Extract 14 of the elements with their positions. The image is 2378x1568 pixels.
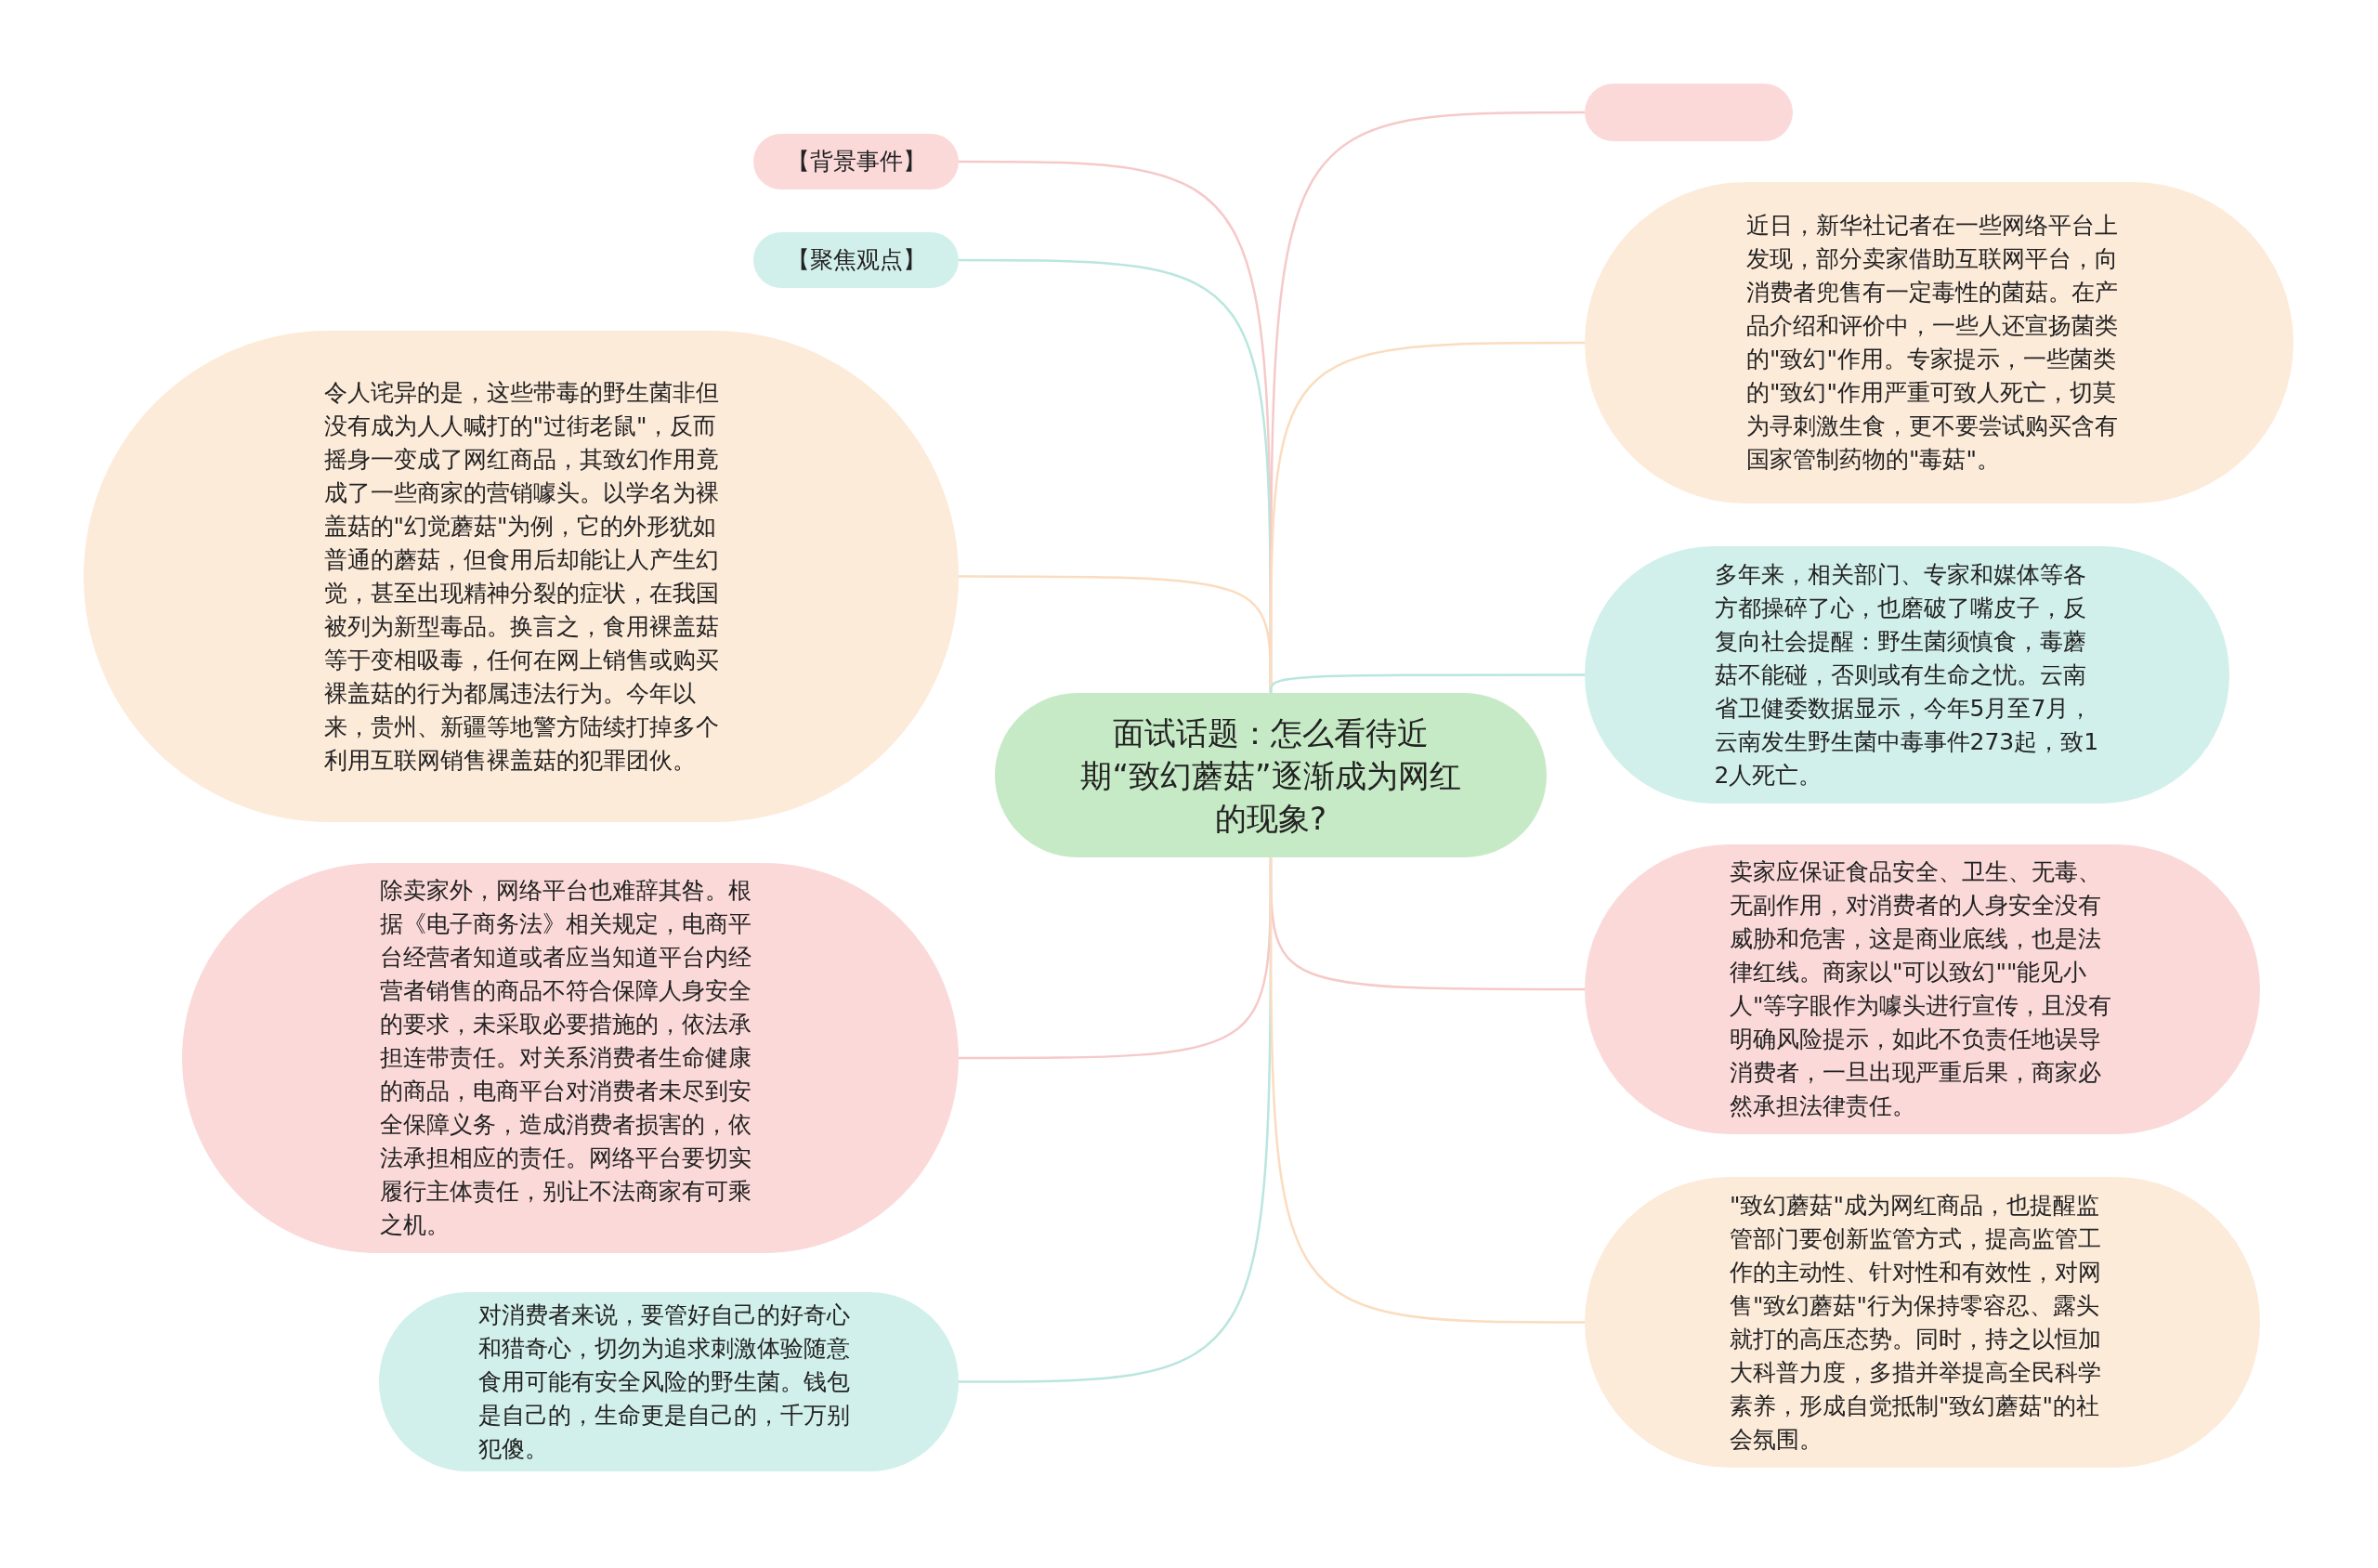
connector-curve — [1269, 673, 1585, 694]
topic-text: 令人诧异的是，这些带毒的野生菌非但没有成为人人喊打的"过街老鼠"，反而摇身一变成了网红商品，其致幻作用竟成了一些商家的营销噱头。以学名为裸盖菇的"幻觉蘑菇"为例，它的外形犹如普通的蘑菇，但食用后却能让人产生幻觉，甚至出现精神分裂的症状，在我国被列为新型毒品。换言之，食用裸盖菇等于变相吸毒，任何在网上销售或购买裸盖菇的行为都属违法行为。今年以来，贵州、新疆等地警方陆续打掉多个利用互联网销售裸盖菇的犯罪团伙。 — [323, 377, 719, 776]
topic-text: 近日，新华社记者在一些网络平台上发现，部分卖家借助互联网平台，向消费者兜售有一定毒性的菌菇。在产品介绍和评价中，一些人还宣扬菌类的"致幻"作用。专家提示，一些菌类的"致幻"作用严重可致人死亡，切莫为寻刺激生食，更不要尝试购买含有国家管制药物的"毒菇"。 — [1746, 211, 2119, 475]
topic-text: 多年来，相关部门、专家和媒体等各方都操碎了心，也磨破了嘴皮子，反复向社会提醒：野生菌须慎食，毒蘑菇不能碰，否则或有生命之忧。云南省卫健委数据显示，今年5月至7月，云南发生野生菌中毒事件273起，致12人死亡。 — [1714, 559, 2100, 791]
topic-text: 卖家应保证食品安全、卫生、无毒、无副作用，对消费者的人身安全没有威胁和危害，这是商业底线，也是法律红线。商家以"可以致幻""能见小人"等字眼作为噱头进行宣传，且没有明确风险提示，如此不负责任地误导消费者，一旦出现严重后果，商家必然承担法律责任。 — [1730, 857, 2113, 1121]
topic-text: 对消费者来说，要管好自己的好奇心和猎奇心，切勿为追求刺激体验随意食用可能有安全风险的野生菌。钱包是自己的，生命更是自己的，千万别犯傻。 — [478, 1300, 851, 1464]
topic-text: 【背景事件】 — [785, 147, 927, 176]
topic-text: 除卖家外，网络平台也难辞其咎。根据《电子商务法》相关规定，电商平台经营者知道或者应当知道平台内经营者销售的商品不符合保障人身安全的要求，未采取必要措施的，依法承担连带责任。对关系消费者生命健康的商品，电商平台对消费者未尽到安全保障义务，造成消费者损害的，依法承担相应的责任。网络平台要切实履行主体责任，别让不法商家有可乘之机。 — [380, 876, 752, 1240]
topic-text: "致幻蘑菇"成为网红商品，也提醒监管部门要创新监管方式，提高监管工作的主动性、针对性和有效性，对网售"致幻蘑菇"行为保持零容忍、露头就打的高压态势。同时，持之以恒加大科普力度，多措并举提高全民科学素养，形成自觉抵制"致幻蘑菇"的社会氛围。 — [1730, 1190, 2102, 1455]
topic-bubble — [753, 134, 959, 189]
topic-title: 面试话题：怎么看待近期“致幻蘑菇”逐渐成为网红的现象? — [1079, 712, 1462, 839]
topic-bubble — [753, 232, 959, 288]
connector-curve — [1269, 857, 1585, 1324]
topic-text: 【聚焦观点】 — [785, 245, 927, 275]
